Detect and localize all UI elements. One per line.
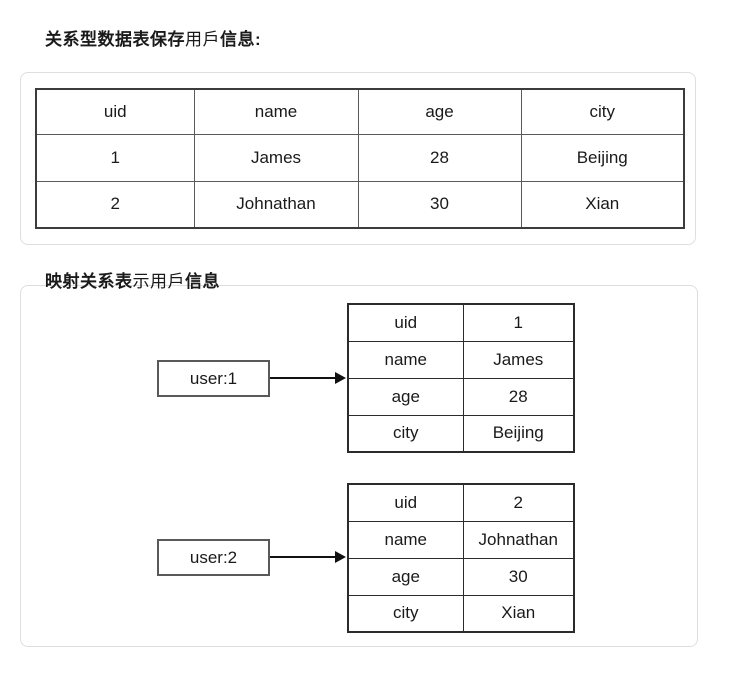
arrow-head-icon [335,551,346,563]
table-cell-city: Beijing [520,133,685,182]
kv-field-value: 2 [462,483,575,522]
arrow-head-icon [335,372,346,384]
key-label: user:1 [189,368,238,388]
title-part-bold2: 信息: [220,30,262,49]
title-part-bold: 关系型数据表保存 [45,30,185,49]
column-header-name: name [193,88,359,135]
title-part-bold: 映射关系表 [45,272,133,291]
kv-field-value: Beijing [462,414,575,453]
kv-field-label: age [347,557,464,596]
relational-section-title: 关系型数据表保存用戶信息: [45,25,261,50]
table-cell-uid: 2 [35,180,195,229]
column-header-city: city [520,88,685,135]
key-label: user:2 [189,547,238,567]
kv-row: uid 2 [347,483,575,522]
kv-field-value: 28 [462,377,575,416]
kv-field-value: James [462,340,575,379]
kv-field-value: Johnathan [462,520,575,559]
kv-field-label: uid [347,303,464,342]
title-part-bold2: 信息 [185,272,220,291]
key-box-user2: user:2 [157,539,270,576]
table-cell-age: 30 [357,180,522,229]
kv-row: name Johnathan [347,520,575,559]
kv-field-label: uid [347,483,464,522]
kv-field-label: city [347,594,464,633]
kv-row: city Beijing [347,414,575,453]
kv-field-label: name [347,340,464,379]
arrow-line [270,377,338,379]
table-cell-city: Xian [520,180,685,229]
kv-table-user1: uid 1 name James age 28 city Beijing [347,303,575,453]
table-cell-name: Johnathan [193,180,359,229]
kv-field-value: 30 [462,557,575,596]
arrow-line [270,556,338,558]
table-row: 2 Johnathan 30 Xian [35,180,685,229]
column-header-age: age [357,88,522,135]
kv-row: city Xian [347,594,575,633]
relational-user-table: uid name age city 1 James 28 Beijing 2 J… [35,88,685,229]
kv-field-label: age [347,377,464,416]
mapping-section-title: 映射关系表示用戶信息 [45,267,220,292]
title-part-regular: 用戶 [185,30,220,49]
kv-table-user2: uid 2 name Johnathan age 30 city Xian [347,483,575,633]
table-cell-age: 28 [357,133,522,182]
kv-row: age 28 [347,377,575,416]
table-cell-uid: 1 [35,133,195,182]
kv-field-label: city [347,414,464,453]
title-part-regular: 示用戶 [132,272,185,291]
column-header-uid: uid [35,88,195,135]
kv-row: age 30 [347,557,575,596]
kv-field-value: Xian [462,594,575,633]
table-header-row: uid name age city [35,88,685,135]
kv-field-label: name [347,520,464,559]
kv-row: uid 1 [347,303,575,342]
kv-row: name James [347,340,575,379]
table-cell-name: James [193,133,359,182]
key-box-user1: user:1 [157,360,270,397]
kv-field-value: 1 [462,303,575,342]
table-row: 1 James 28 Beijing [35,133,685,182]
